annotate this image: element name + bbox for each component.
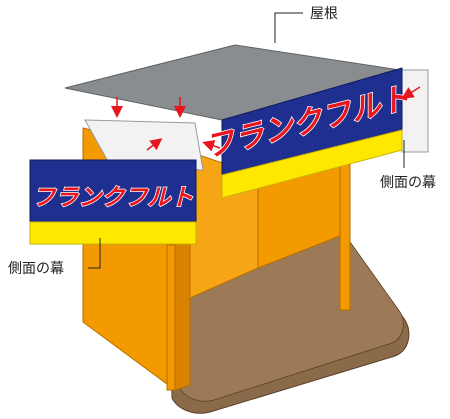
- leader-roof: [274, 12, 303, 43]
- side-curtain-left-panel: [84, 119, 204, 171]
- arrow-left-panel: [146, 138, 163, 151]
- side-curtain-left-label: 側面の幕: [8, 261, 64, 277]
- leader-side-curtain-left: [88, 238, 101, 269]
- back-pillar: [339, 159, 351, 311]
- arrow-right-panel-left: [202, 140, 221, 152]
- side-curtain-right-label: 側面の幕: [380, 175, 436, 191]
- side-sign: フランクフルト: [29, 159, 197, 245]
- roof-label: 屋根: [310, 6, 338, 22]
- front-pillar: [166, 244, 176, 391]
- side-sign-text: フランクフルト: [33, 185, 194, 211]
- arrow-right-curtain: [401, 86, 421, 99]
